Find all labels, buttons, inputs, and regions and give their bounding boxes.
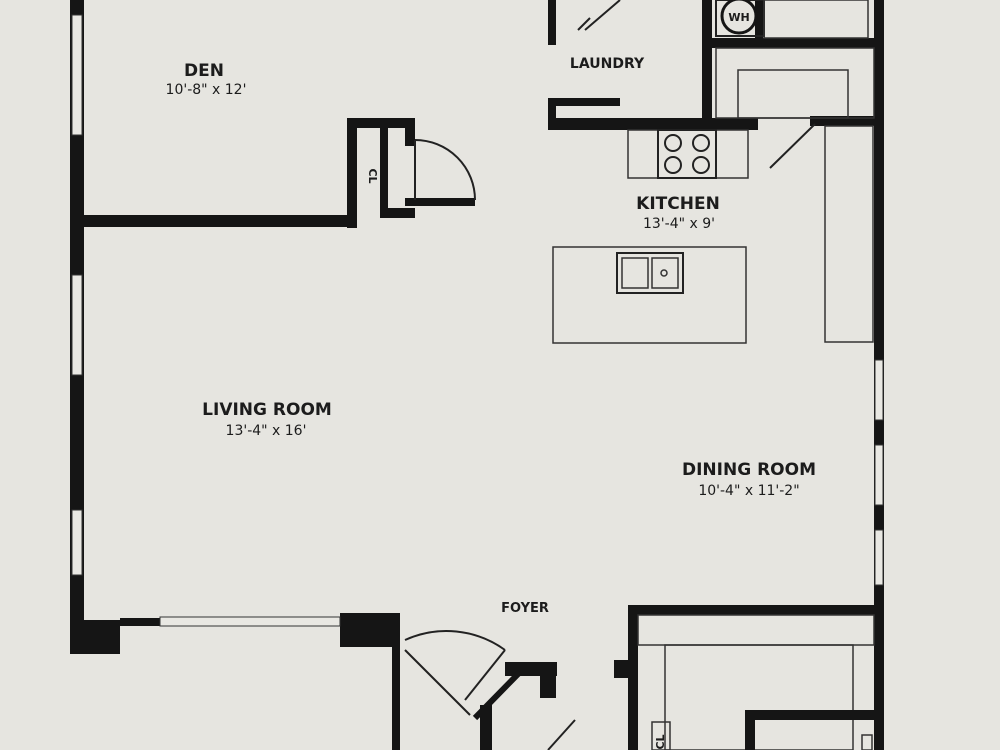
laundry-walls [548, 0, 880, 130]
kitchen-counters [552, 125, 874, 344]
kitchen-sink [616, 252, 684, 294]
lower-right-walls [614, 605, 880, 750]
den-dimensions: 10'-8" x 12' [166, 82, 247, 98]
den-label: DEN [184, 61, 224, 81]
kitchen-island [552, 246, 747, 344]
living-room-dimensions: 13'-4" x 16' [226, 423, 307, 439]
pantry-door-line [769, 123, 816, 169]
dining-room-dimensions: 10'-4" x 11'-2" [698, 483, 799, 499]
lower-closet-label: CL [654, 734, 667, 749]
dining-room-label: DINING ROOM [682, 460, 816, 480]
kitchen-label: KITCHEN [636, 194, 720, 214]
den-walls [84, 118, 475, 228]
closet-label: CL [366, 168, 379, 183]
kitchen-dimensions: 13'-4" x 9' [643, 216, 715, 232]
stove [657, 129, 717, 179]
entry-door-swing [404, 630, 506, 651]
entry-walls [392, 630, 576, 750]
laundry-door-line [584, 0, 621, 31]
foyer-label: FOYER [501, 601, 549, 616]
water-heater-label: WH [728, 11, 749, 24]
windows [71, 14, 884, 627]
laundry-label: LAUNDRY [570, 56, 645, 72]
living-room-label: LIVING ROOM [202, 400, 332, 420]
closet-door-swing [414, 139, 476, 201]
water-heater: WH [715, 0, 765, 37]
